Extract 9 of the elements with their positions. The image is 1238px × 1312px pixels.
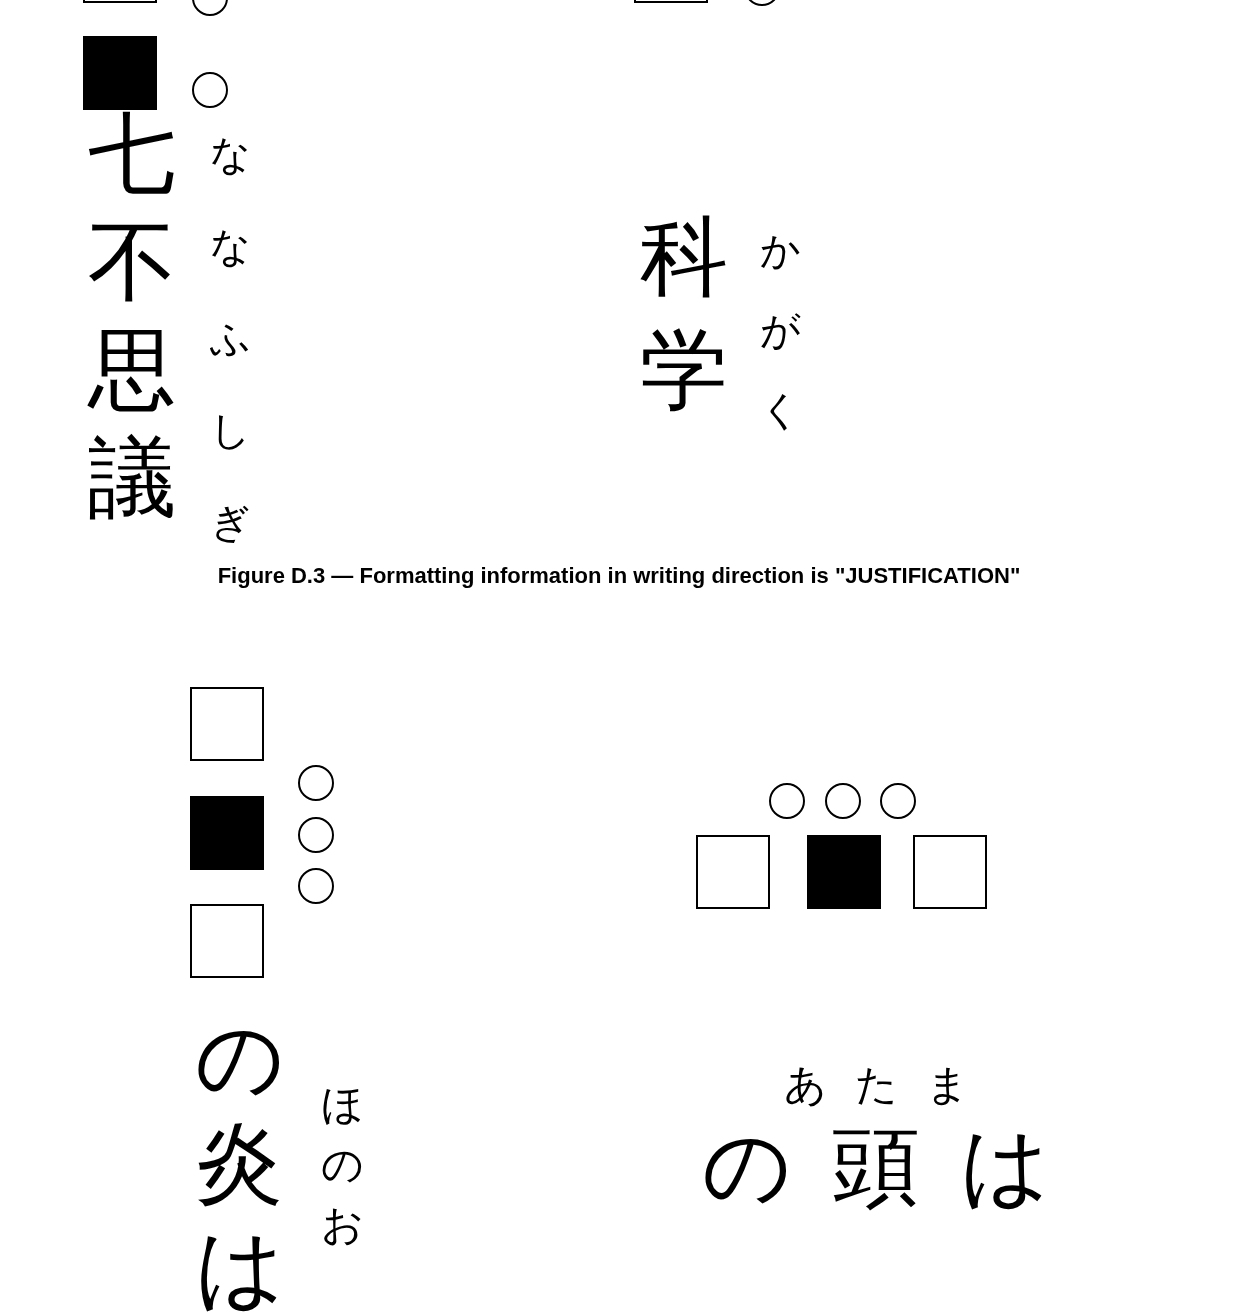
vertical-text: の炎は — [195, 1005, 283, 1312]
ruby-text: かがく — [760, 226, 800, 435]
horizontal-text: の頭は — [702, 1118, 1090, 1215]
vertical-text: 科学 — [640, 204, 728, 423]
ruby-text: ななふしぎ — [210, 130, 250, 547]
vertical-text: 七不思議 — [88, 101, 176, 531]
ruby-text: ほのお — [321, 1079, 363, 1251]
figure-caption: Figure D.3 — Formatting information in writing direction is "JUSTIFICATION" — [216, 563, 1022, 589]
ruby-text: あたま — [784, 1062, 997, 1109]
